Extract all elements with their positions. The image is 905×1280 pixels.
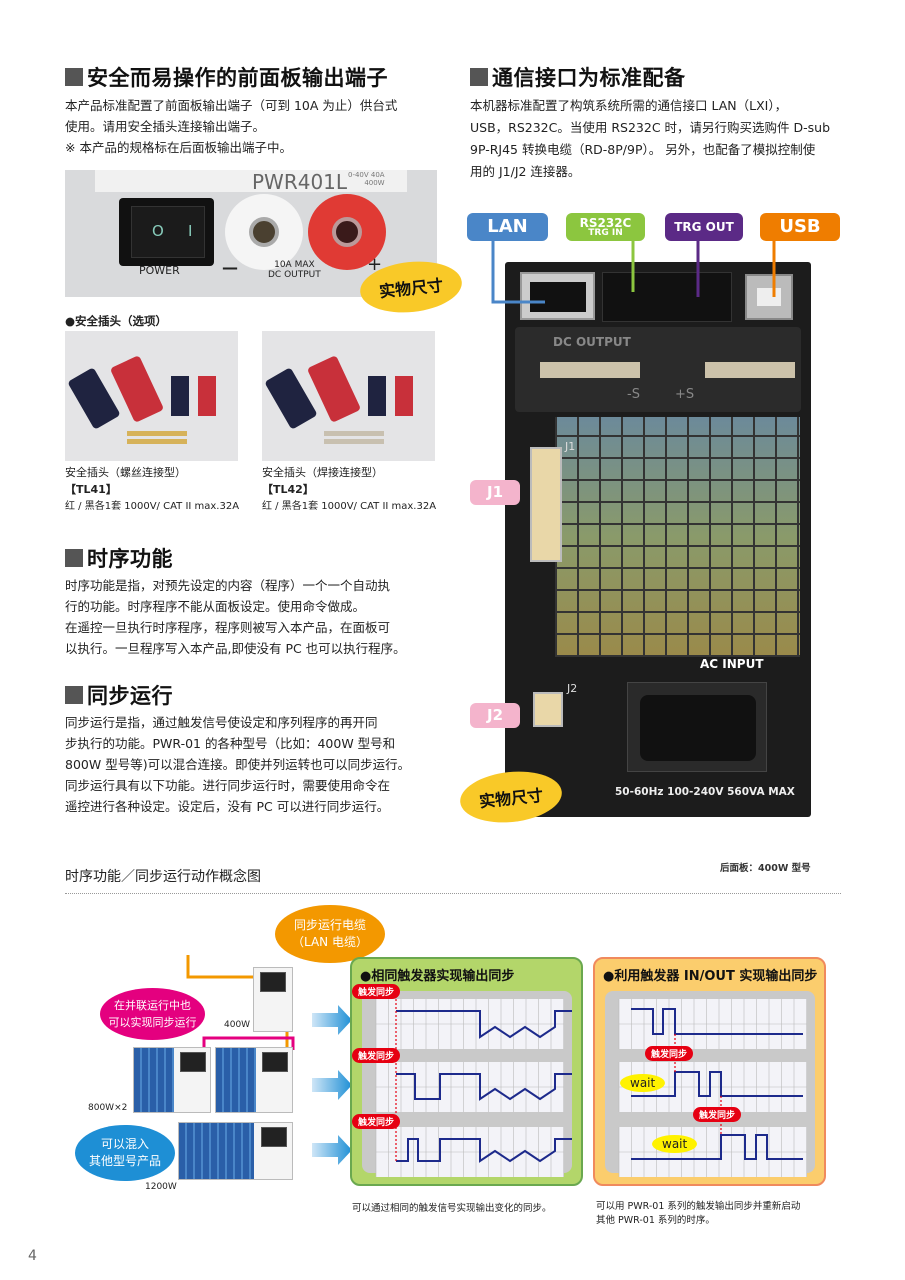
heading-sync: 同步运行: [65, 680, 173, 710]
j2-label: J2: [470, 703, 520, 728]
j1-label: J1: [470, 480, 520, 505]
waveform-1: [631, 1008, 803, 1035]
divider: [65, 893, 841, 894]
same-trigger-panel: ●相同触发器实现输出同步 触发同步 触发同步 触发同步: [350, 957, 583, 1186]
heading-interfaces: 通信接口为标准配备: [470, 62, 686, 92]
device-400w-label: 400W: [224, 1020, 251, 1030]
arrow-icon: [312, 1135, 352, 1165]
page-number: 4: [28, 1248, 37, 1264]
plug-tl42-photo: [262, 331, 435, 461]
trg-out-label: TRG OUT: [665, 213, 743, 241]
in-out-trigger-panel: ●利用触发器 IN/OUT 实现输出同步 触发同步 触发同步 wait wait: [593, 957, 826, 1186]
cable-bubble: 同步运行电缆（LAN 电缆）: [275, 905, 385, 963]
cable-lines: [186, 955, 295, 1105]
front-panel-paragraph: 本产品标准配置了前面板输出端子（可到 10A 为止）供台式使用。请用安全插头连接…: [65, 98, 398, 155]
device-800w-label: 800W×2: [88, 1103, 128, 1113]
usb-label: USB: [760, 213, 840, 241]
plug-tl41-caption: 安全插头（螺丝连接型）【TL41】红 / 黑各1套 1000V/ CAT II …: [65, 466, 240, 512]
trigger-sync-tag: 触发同步: [352, 1048, 401, 1063]
trigger-sync-tag: 触发同步: [352, 1114, 401, 1129]
heading-sequence: 时序功能: [65, 543, 173, 573]
rear-panel-caption: 后面板：400W 型号: [720, 863, 811, 874]
sync-paragraph: 同步运行是指，通过触发信号使设定和序列程序的再开同步执行的功能。PWR-01 的…: [65, 715, 411, 814]
diagram-title: 时序功能／同步运行动作概念图: [65, 869, 261, 885]
device-800w-2: [215, 1047, 293, 1113]
panel2-caption: 可以用 PWR-01 系列的触发输出同步并重新启动其他 PWR-01 系列的时序…: [596, 1201, 801, 1226]
plug-tl42-caption: 安全插头（焊接连接型）【TL42】红 / 黑各1套 1000V/ CAT II …: [262, 466, 437, 512]
trigger-sync-tag: 触发同步: [645, 1046, 694, 1061]
trigger-sync-tag: 触发同步: [693, 1107, 742, 1122]
device-800w-1: [133, 1047, 211, 1113]
connector-leader-lines: [491, 240, 776, 304]
sequence-paragraph: 时序功能是指，对预先设定的内容（程序）一个一个自动执行的功能。时序程序不能从面板…: [65, 578, 406, 656]
arrow-icon: [312, 1070, 352, 1100]
device-400w: [253, 967, 293, 1032]
wait-tag: wait: [620, 1074, 666, 1092]
device-1200w-label: 1200W: [145, 1182, 177, 1192]
waveform-2: [631, 1071, 803, 1097]
flow-arrows: [312, 1005, 352, 1165]
rear-panel-photo: DC OUTPUT -S +S J1 AC INPUT J2 50-60Hz 1…: [505, 262, 811, 817]
plug-tl41-photo: [65, 331, 238, 461]
safety-plugs-title: ●安全插头（选项）: [65, 314, 168, 328]
waveform-3: [396, 1138, 572, 1163]
wait-tag: wait: [652, 1135, 698, 1153]
heading-front-panel: 安全而易操作的前面板输出端子: [65, 62, 388, 92]
arrow-icon: [312, 1005, 352, 1035]
waveform-3: [631, 1134, 803, 1160]
lan-label: LAN: [467, 213, 548, 241]
waveform-1: [396, 1010, 572, 1039]
mix-bubble: 可以混入其他型号产品: [75, 1125, 175, 1181]
device-1200w: [178, 1122, 293, 1180]
panel1-caption: 可以通过相同的触发信号实现输出变化的同步。: [352, 1203, 552, 1214]
waveform-2: [396, 1073, 572, 1101]
trigger-sync-tag: 触发同步: [352, 984, 401, 999]
interfaces-paragraph: 本机器标准配置了构筑系统所需的通信接口 LAN（LXI），USB，RS232C。…: [470, 98, 830, 179]
parallel-bubble: 在并联运行中也可以实现同步运行: [100, 988, 205, 1040]
